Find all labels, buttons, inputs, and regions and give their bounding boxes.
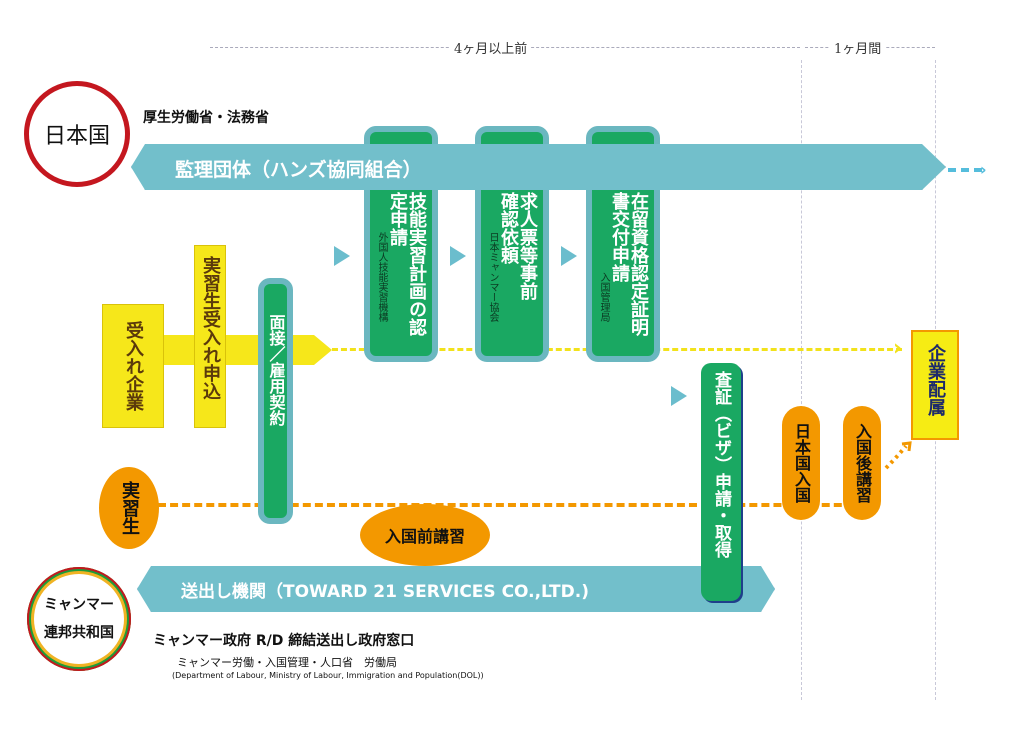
period-divider-left	[801, 60, 802, 700]
play-arrow-icon	[561, 246, 577, 266]
chevron-right-icon: ›	[980, 160, 987, 179]
entry-label: 日本国入国	[792, 423, 811, 503]
dotted-arrow-to-assignment	[884, 440, 914, 470]
timeline-header: 4ヶ月以上前 1ヶ月間	[210, 38, 940, 58]
chevron-right-icon: ›	[893, 336, 903, 361]
job-confirm-pill: 求人票等事前確認依頼 日本ミャンマー協会	[475, 126, 549, 362]
job-confirm-sub-label: 日本ミャンマー協会	[487, 232, 498, 322]
coe-pill: 在留資格認定証明書交付申請 入国管理局	[586, 126, 660, 362]
interview-pill: 面接／雇用契約	[258, 278, 293, 524]
visa-pill: 査証（ビザ）申請・取得	[701, 363, 741, 601]
myanmar-country-line2: 連邦共和国	[44, 625, 114, 641]
visa-label: 査証（ビザ）申請・取得	[711, 371, 731, 558]
myanmar-circle: ミャンマー 連邦共和国	[27, 567, 131, 671]
post-training-label: 入国後講習	[853, 423, 872, 503]
interview-label: 面接／雇用契約	[266, 314, 286, 426]
coe-label: 在留資格認定証明書交付申請	[609, 192, 649, 336]
myanmar-ministry-en-label: (Department of Labour, Ministry of Labou…	[172, 671, 484, 680]
timeline-phase1-label: 4ヶ月以上前	[450, 38, 532, 57]
japan-circle: 日本国	[24, 81, 130, 187]
job-confirm-label: 求人票等事前確認依頼	[498, 192, 538, 300]
assignment-box: 企業配属	[911, 330, 959, 440]
trainee-label: 実習生	[119, 481, 140, 535]
orange-dashed-line	[158, 503, 878, 507]
play-arrow-icon	[334, 246, 350, 266]
myanmar-gov-window-label: ミャンマー政府 R/D 締結送出し政府窓口	[153, 633, 415, 649]
myanmar-ministry-label: ミャンマー労働・入国管理・人口省 労働局	[177, 656, 397, 669]
play-arrow-icon	[450, 246, 466, 266]
application-box: 実習生受入れ申込	[194, 245, 226, 428]
post-training-pill: 入国後講習	[843, 406, 881, 520]
application-label: 実習生受入れ申込	[200, 256, 221, 400]
supervising-org-continuation-arrow	[948, 168, 982, 172]
pre-training-ellipse: 入国前講習	[360, 504, 490, 566]
dotted-curve-arrow-icon	[884, 441, 912, 470]
coe-sub-label: 入国管理局	[598, 272, 609, 322]
plan-approval-sub-label: 外国人技能実習機構	[376, 232, 387, 322]
yellow-flow-arrow	[160, 335, 332, 365]
company-box: 受入れ企業	[102, 304, 164, 428]
trainee-ellipse: 実習生	[99, 467, 159, 549]
supervising-org-label-overlay: 監理団体（ハンズ協同組合）	[175, 159, 422, 181]
japan-ministry-label: 厚生労働省・法務省	[143, 110, 269, 126]
pre-training-label: 入国前講習	[384, 527, 465, 546]
entry-pill: 日本国入国	[782, 406, 820, 520]
timeline-phase2-label: 1ヶ月間	[830, 38, 886, 57]
japan-country-label: 日本国	[43, 124, 110, 149]
sending-org-label: 送出し機関（TOWARD 21 SERVICES CO.,LTD.)	[181, 581, 589, 602]
myanmar-country-line1: ミャンマー	[44, 597, 114, 613]
plan-approval-label: 技能実習計画の認定申請	[387, 192, 427, 336]
play-arrow-icon	[671, 386, 687, 406]
company-label: 受入れ企業	[123, 321, 144, 411]
assignment-label: 企業配属	[925, 344, 946, 416]
sending-org-band: 送出し機関（TOWARD 21 SERVICES CO.,LTD.)	[137, 566, 775, 612]
